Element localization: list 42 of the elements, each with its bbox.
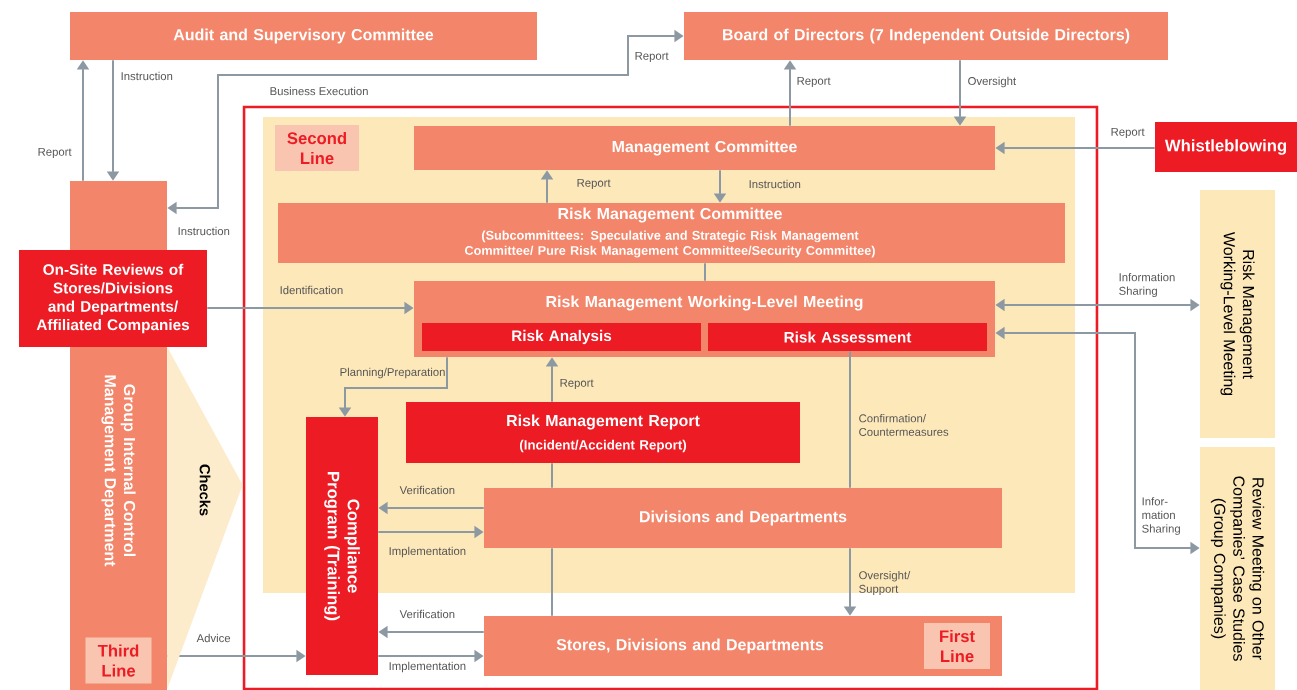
edge-label: Report [577,178,611,190]
edge-label: Checks [199,464,211,516]
chevron-arrow [167,347,243,689]
edge-label: Report [797,76,831,88]
committee-box: Risk Management Committee (Subcommittees: Speculative and Strategic Risk Management Committee/ Pure Risk Management Committee/Security Committee) [278,203,1065,263]
edge-label: Confirmation/ Countermeasures [859,414,949,436]
edge-label: Instruction [749,179,801,189]
program-box: Compliance Program (Training) [306,417,378,675]
edge-label: Infor- mation Sharing [1142,497,1180,535]
department-box: Divisions and Departments [484,488,1002,548]
meeting-box: Risk Management Working-Level Meeting [1200,190,1275,438]
edge-label: Verification [399,485,455,495]
line-label: Instruction [178,226,230,236]
edge-label: Advice [196,633,231,643]
meeting-box: Review Meeting on Other Companies’ Case Studies (Group Companies) [1200,447,1275,690]
edge-label: Business Execution [270,86,368,96]
board-box: Board of Directors (7 Independent Outside Directors) [684,12,1168,60]
line-badge: First Line [924,623,990,669]
line-label: Report [635,51,669,63]
whistleblowing-box: Whistleblowing [1155,122,1297,172]
edge-label: Implementation [389,546,466,558]
edge-label: Instruction [121,71,173,81]
edge-label: Verification [399,609,455,619]
edge-label: Identification [280,285,343,295]
review-box: On-Site Reviews of Stores/Divisions and Departments/ Affiliated Companies [19,250,207,347]
committee-box: Management Committee [414,126,995,170]
line-badge: Second Line [275,125,359,171]
report-box: Risk Management Report (Incident/Accident Report) [406,402,800,463]
analysis-box: Risk Analysis [422,323,701,351]
line-badge: Third Line [85,637,152,684]
committee-box: Audit and Supervisory Committee [70,12,537,60]
edge-label: Implementation [389,661,466,673]
edge-label: Planning/Preparation [340,367,445,379]
edge-label: Report [38,147,72,159]
edge-label: Report [560,378,594,390]
line-frame [242,105,1099,690]
store-box: Stores, Divisions and Departments First Line [484,616,1002,676]
edge-label: Oversight [968,76,1017,88]
edge-label: Oversight/ Support [859,570,911,596]
edge-label: Report [1111,127,1145,139]
edge-label: Information Sharing [1119,272,1175,298]
assessment-box: Risk Assessment [708,323,987,351]
